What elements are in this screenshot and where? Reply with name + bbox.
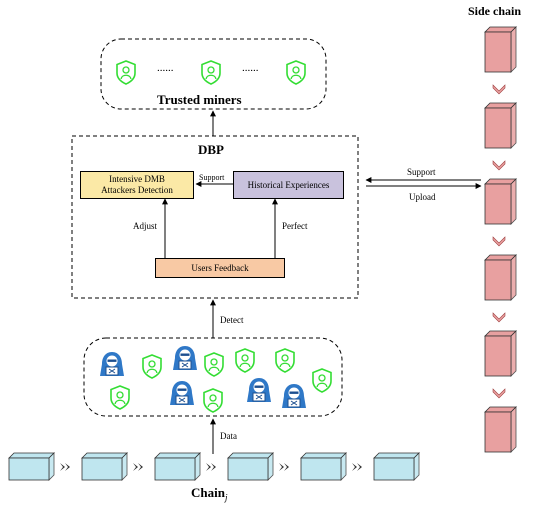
miner-ellipsis-left: ......	[157, 62, 174, 74]
chain-link-chevron-icon	[60, 463, 65, 471]
miner-shield-icon	[286, 60, 306, 85]
chain-block	[154, 452, 201, 481]
history-box: Historical Experiences	[233, 171, 344, 199]
side-chain-block	[484, 330, 517, 377]
chain-block	[81, 452, 128, 481]
chain-title: Chainj	[191, 486, 227, 503]
adjust-label: Adjust	[133, 221, 158, 231]
trusted-miners-group	[100, 38, 327, 110]
side-chain-block	[484, 254, 517, 301]
detect-label: Detect	[220, 315, 244, 325]
chain-block	[300, 452, 347, 481]
attacker-icon	[99, 351, 125, 377]
side-chain-chevron-icon	[492, 84, 506, 95]
link-support-label: Support	[407, 167, 436, 177]
chain-link-chevron-icon	[138, 463, 143, 471]
link-upload-label: Upload	[409, 192, 436, 202]
dbp-title: DBP	[198, 142, 224, 157]
chain-name: Chain	[191, 485, 225, 500]
miner-ellipsis-right: ......	[242, 62, 259, 74]
node-shield-icon	[110, 385, 130, 410]
detection-box: Intensive DMB Attackers Detection	[80, 171, 194, 199]
detection-box-line1: Intensive DMB	[109, 174, 165, 185]
side-chain-block	[484, 406, 517, 453]
support-label: Support	[199, 173, 225, 182]
chain-link-chevron-icon	[352, 463, 357, 471]
side-chain-chevron-icon	[492, 236, 506, 247]
chain-link-chevron-icon	[211, 463, 216, 471]
miner-shield-icon	[201, 60, 221, 85]
trusted-miners-label: Trusted miners	[157, 92, 242, 107]
side-chain-chevron-icon	[492, 160, 506, 171]
miner-shield-icon	[116, 60, 136, 85]
chain-block	[227, 452, 274, 481]
chain-link-chevron-icon	[206, 463, 211, 471]
side-chain-block	[484, 178, 517, 225]
side-chain-chevron-icon	[492, 312, 506, 323]
attacker-icon	[246, 377, 272, 403]
side-chain-chevron-icon	[492, 388, 506, 399]
node-group	[83, 337, 343, 417]
attacker-icon	[281, 383, 307, 409]
node-shield-icon	[204, 352, 224, 377]
chain-link-chevron-icon	[284, 463, 289, 471]
node-shield-icon	[312, 368, 332, 393]
dbp-container	[71, 135, 359, 299]
attacker-icon	[172, 345, 198, 371]
feedback-box-label: Users Feedback	[191, 262, 249, 273]
history-box-label: Historical Experiences	[247, 179, 330, 190]
side-chain-block	[484, 26, 517, 73]
side-chain-title: Side chain	[468, 4, 522, 18]
side-chain-block	[484, 102, 517, 149]
chain-link-chevron-icon	[133, 463, 138, 471]
chain-subscript: j	[224, 492, 228, 503]
chain-link-chevron-icon	[65, 463, 70, 471]
chain-link-chevron-icon	[357, 463, 362, 471]
chain-block	[373, 452, 420, 481]
node-shield-icon	[142, 354, 162, 379]
perfect-label: Perfect	[282, 221, 308, 231]
feedback-box: Users Feedback	[155, 258, 285, 278]
attacker-icon	[169, 380, 195, 406]
chain-block	[8, 452, 55, 481]
chain-link-chevron-icon	[279, 463, 284, 471]
data-label: Data	[220, 431, 237, 441]
node-shield-icon	[235, 348, 255, 373]
node-shield-icon	[275, 348, 295, 373]
node-shield-icon	[203, 388, 223, 413]
detection-box-line2: Attackers Detection	[101, 185, 173, 195]
